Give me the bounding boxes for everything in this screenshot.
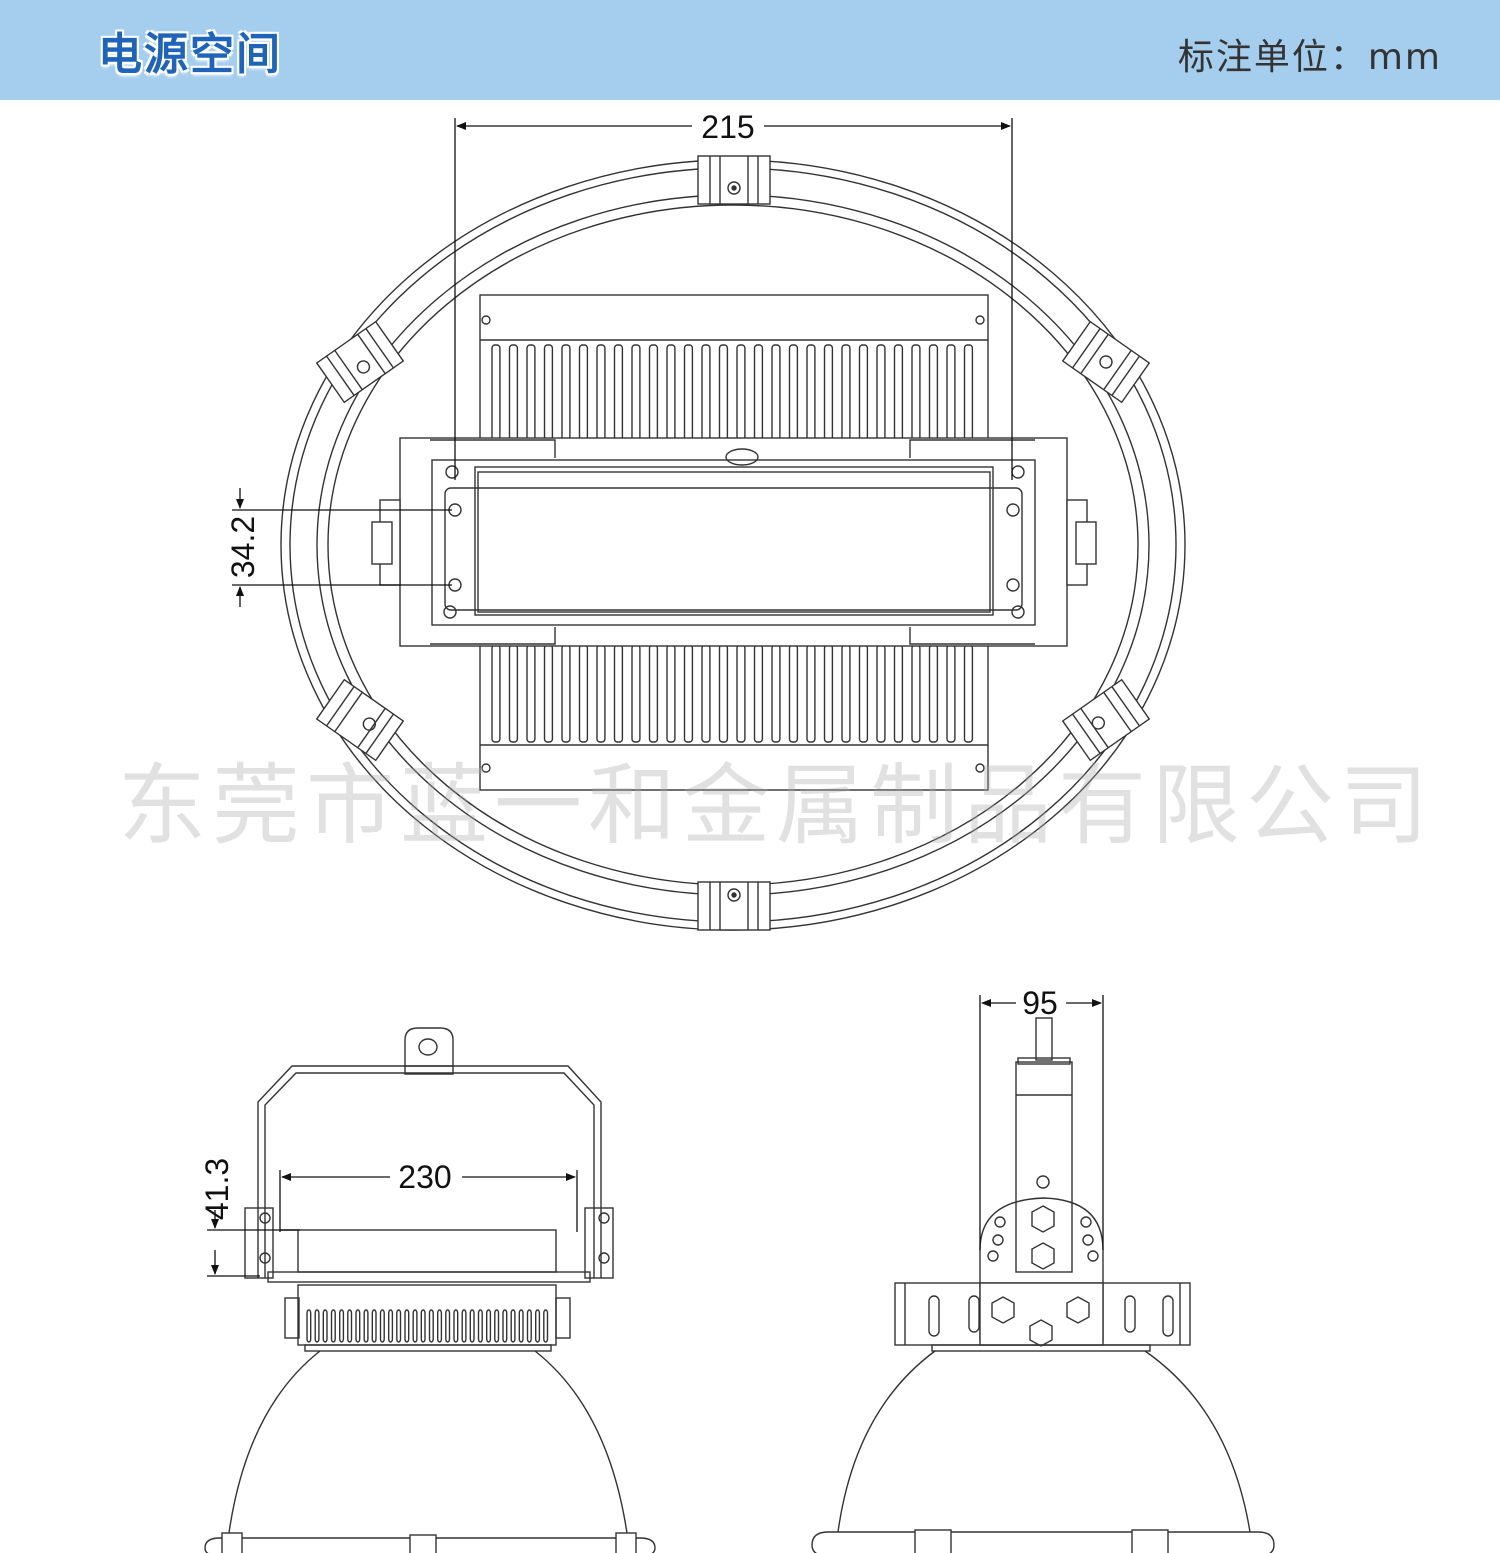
dimension-95-label: 95 <box>1022 985 1058 1021</box>
dimension-34-2 <box>232 488 452 607</box>
heatsink-fin <box>379 1309 385 1343</box>
heatsink-fin <box>322 1309 328 1343</box>
hanging-tab <box>404 1027 454 1066</box>
dimension-230-label: 230 <box>398 1159 451 1195</box>
ring-clamp-lower-right <box>1061 678 1151 762</box>
side-bracket <box>979 1197 1104 1341</box>
heatsink-fin <box>502 1309 508 1343</box>
front-heatsink-fins <box>306 1309 549 1343</box>
front-view <box>204 1027 656 1553</box>
header-bar: 电源空间 标注单位：mm <box>0 0 1500 100</box>
heatsink-fin <box>371 1309 377 1343</box>
side-reflector-rim <box>811 1531 1275 1553</box>
heatsink-fin <box>518 1309 524 1343</box>
heatsink-fin <box>535 1309 541 1343</box>
heatsink-fin <box>494 1309 500 1343</box>
dimension-41-3 <box>207 1210 300 1277</box>
ring-clamp-upper-right <box>1061 320 1151 404</box>
dimension-41-3-label: 41.3 <box>199 1158 235 1220</box>
heatsink-fin <box>388 1309 394 1343</box>
heatsink-fin <box>477 1309 483 1343</box>
dimension-215-label: 215 <box>701 109 754 145</box>
heatsink-fin <box>453 1309 459 1343</box>
heatsink-fin <box>306 1309 312 1343</box>
top-view <box>280 155 1186 931</box>
heatsink-fin <box>404 1309 410 1343</box>
driver-screws <box>443 465 1025 619</box>
heatsink-fin <box>330 1309 336 1343</box>
dimension-215 <box>454 110 1013 480</box>
dimension-95 <box>979 988 1104 1250</box>
front-reflector-rim <box>204 1537 656 1553</box>
heatsink-fin <box>437 1309 443 1343</box>
ring-clamp-lower-left <box>315 678 405 762</box>
heatsink-fin <box>445 1309 451 1343</box>
unit-value: mm <box>1367 37 1442 78</box>
heatsink-fin <box>314 1309 320 1343</box>
unit-label-text: 标注单位： <box>1177 37 1368 78</box>
heatsink-fin <box>412 1309 418 1343</box>
heatsink-fin <box>396 1309 402 1343</box>
heatsink-fin <box>469 1309 475 1343</box>
heatsink-fin <box>339 1309 345 1343</box>
ring-clamp-upper-left <box>315 320 405 404</box>
side-view <box>811 1017 1275 1553</box>
heatsink-fin <box>428 1309 434 1343</box>
heatsink-fins-bottom <box>491 644 974 743</box>
ring-clamp-bottom <box>697 881 771 931</box>
heatsink-fin <box>347 1309 353 1343</box>
heatsink-fin <box>486 1309 492 1343</box>
unit-label: 标注单位：mm <box>1178 28 1442 80</box>
front-heatsink <box>297 1284 557 1346</box>
side-bracket-bolts <box>987 1205 1099 1270</box>
side-reflector <box>837 1350 1251 1533</box>
side-post <box>1015 1061 1073 1273</box>
ring-clamp-top <box>697 155 771 205</box>
page-title: 电源空间 <box>98 29 282 80</box>
dimension-34-2-label: 34.2 <box>225 516 261 578</box>
heatsink-fin <box>355 1309 361 1343</box>
heatsink-fin <box>543 1309 549 1343</box>
heatsink-fin <box>363 1309 369 1343</box>
heatsink-fin <box>526 1309 532 1343</box>
driver-cover <box>444 487 1023 611</box>
front-driver-box <box>297 1229 557 1273</box>
heatsink-fin <box>420 1309 426 1343</box>
heatsink-fin <box>510 1309 516 1343</box>
dimension-230 <box>279 1162 578 1232</box>
heatsink-fin <box>461 1309 467 1343</box>
front-reflector <box>227 1350 629 1541</box>
